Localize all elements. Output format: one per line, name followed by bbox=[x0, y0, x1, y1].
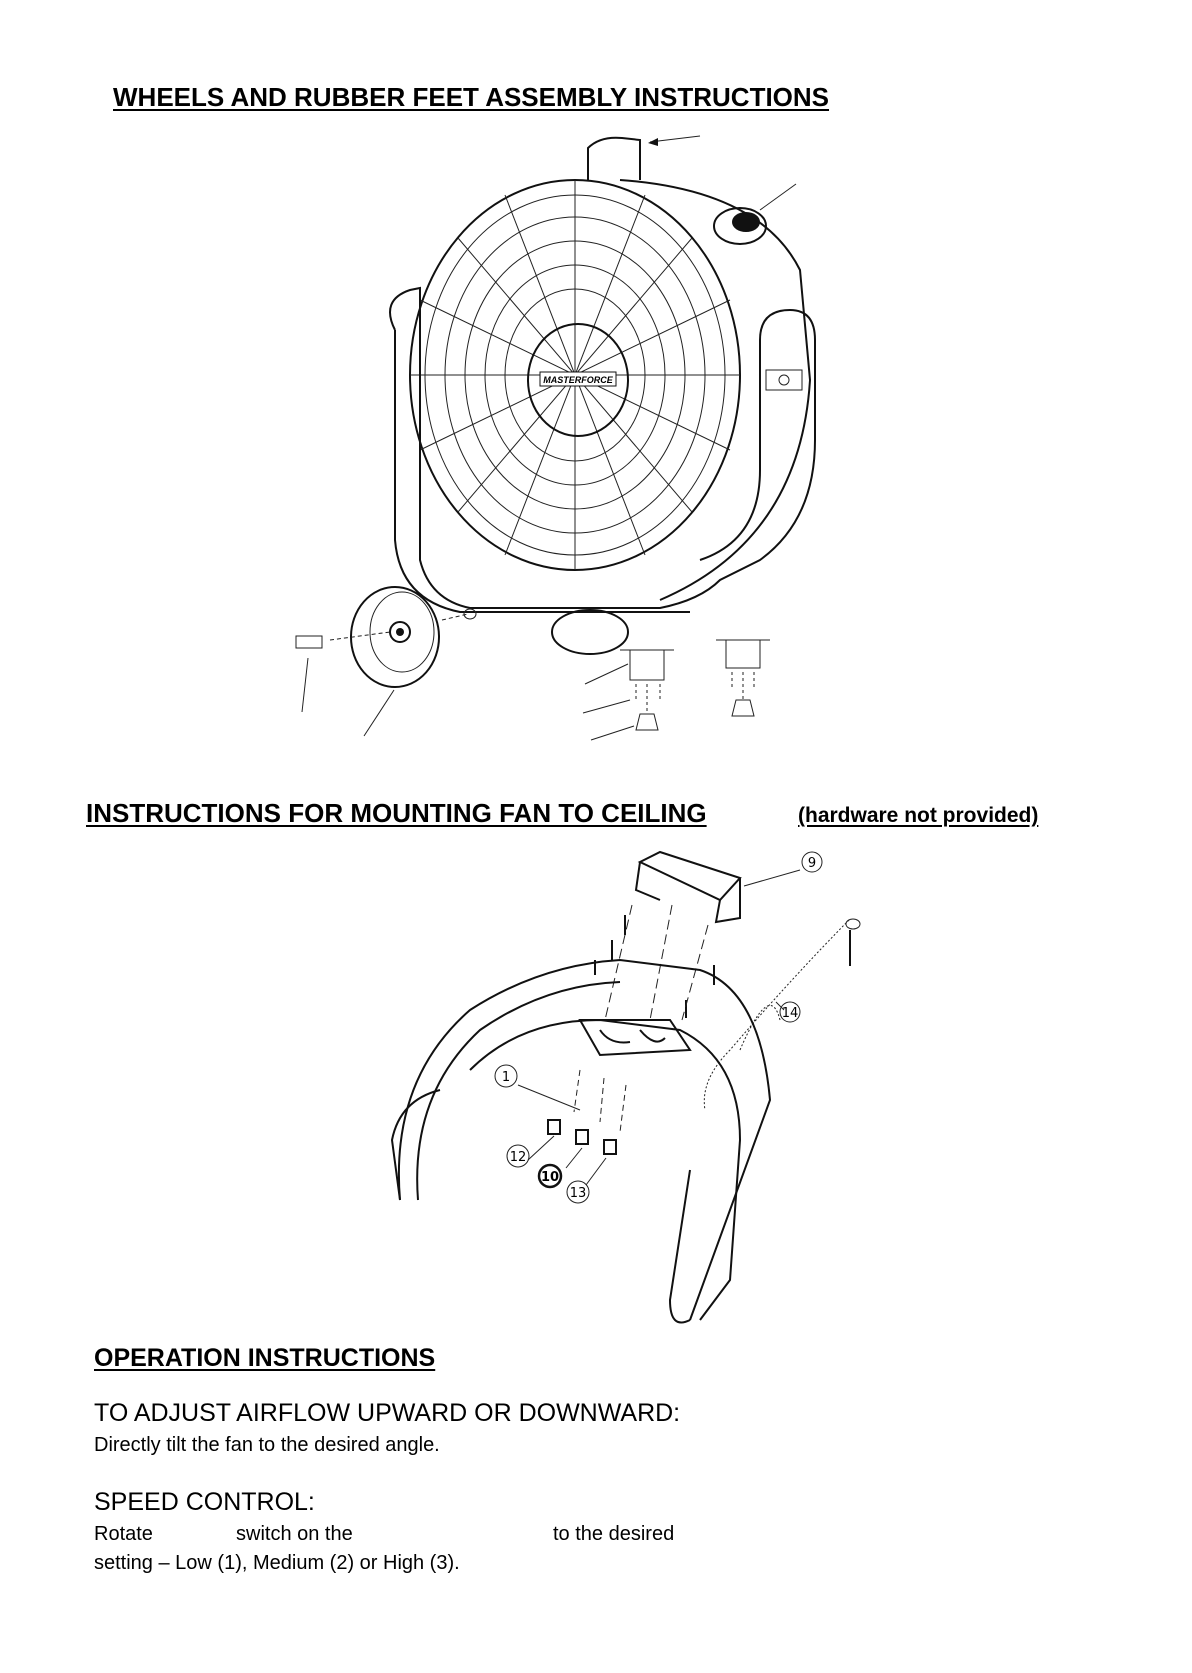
callout-13: 13 bbox=[566, 1180, 590, 1204]
svg-text:10: 10 bbox=[541, 1170, 559, 1185]
speed-control-subheading: SPEED CONTROL: bbox=[94, 1488, 315, 1516]
airflow-text: Directly tilt the fan to the desired ang… bbox=[94, 1434, 440, 1456]
callout-12: 12 bbox=[506, 1144, 530, 1168]
svg-text:12: 12 bbox=[510, 1150, 527, 1165]
speed-text-part-3: to the desired bbox=[553, 1523, 675, 1545]
mount-drawing bbox=[390, 850, 861, 1324]
speed-text-part-1: Rotate bbox=[94, 1523, 153, 1545]
wheels-assembly-heading: WHEELS AND RUBBER FEET ASSEMBLY INSTRUCT… bbox=[113, 82, 830, 112]
svg-text:1: 1 bbox=[502, 1070, 510, 1085]
callout-9: 9 bbox=[801, 851, 823, 873]
callout-10: 10 bbox=[537, 1163, 563, 1189]
svg-text:9: 9 bbox=[808, 856, 816, 871]
callout-14: 14 bbox=[779, 1001, 801, 1023]
svg-text:13: 13 bbox=[570, 1186, 587, 1201]
hardware-note: (hardware not provided) bbox=[798, 804, 1039, 827]
ceiling-mount-heading: INSTRUCTIONS FOR MOUNTING FAN TO CEILING bbox=[86, 798, 707, 828]
svg-text:14: 14 bbox=[782, 1006, 799, 1021]
callout-1: 1 bbox=[494, 1064, 518, 1088]
speed-settings-text: setting – Low (1), Medium (2) or High (3… bbox=[94, 1552, 460, 1574]
speed-text-part-2: switch on the bbox=[236, 1523, 353, 1545]
fan-drawing: MASTERFORCE bbox=[295, 135, 816, 741]
operation-heading: OPERATION INSTRUCTIONS bbox=[94, 1344, 436, 1372]
airflow-subheading: TO ADJUST AIRFLOW UPWARD OR DOWNWARD: bbox=[94, 1399, 681, 1427]
masterforce-logo: MASTERFORCE bbox=[543, 375, 613, 385]
